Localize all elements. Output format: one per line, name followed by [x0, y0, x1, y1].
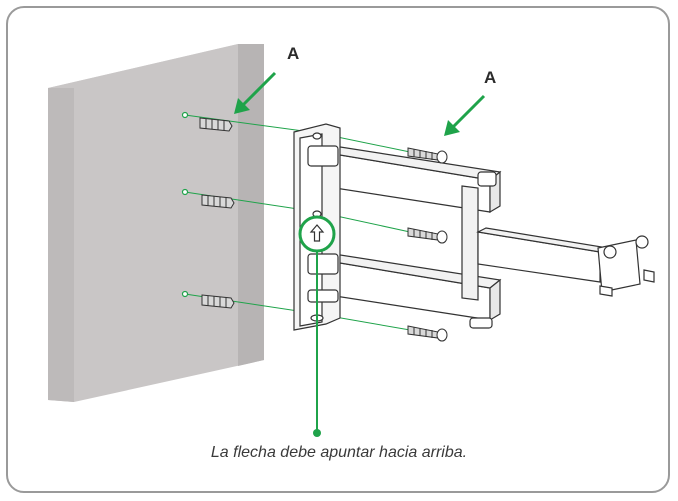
screw-bottom [407, 325, 448, 342]
wall-holes [181, 111, 189, 298]
anchor-middle [201, 194, 235, 209]
pointer-arrows [234, 71, 486, 136]
anchor-bottom [201, 294, 235, 309]
screw-top [407, 147, 448, 164]
anchor-top [199, 117, 233, 132]
label-a-anchor: A [287, 44, 300, 63]
bracket-arms [320, 145, 655, 329]
label-a-screw: A [484, 68, 497, 87]
up-arrow-icon [309, 224, 325, 242]
screw-middle [407, 227, 448, 244]
anchors [199, 117, 235, 309]
arrow-callout [298, 215, 336, 437]
caption-text: La flecha debe apuntar hacia arriba. [210, 444, 468, 461]
wall [48, 44, 264, 402]
screws [407, 147, 448, 342]
